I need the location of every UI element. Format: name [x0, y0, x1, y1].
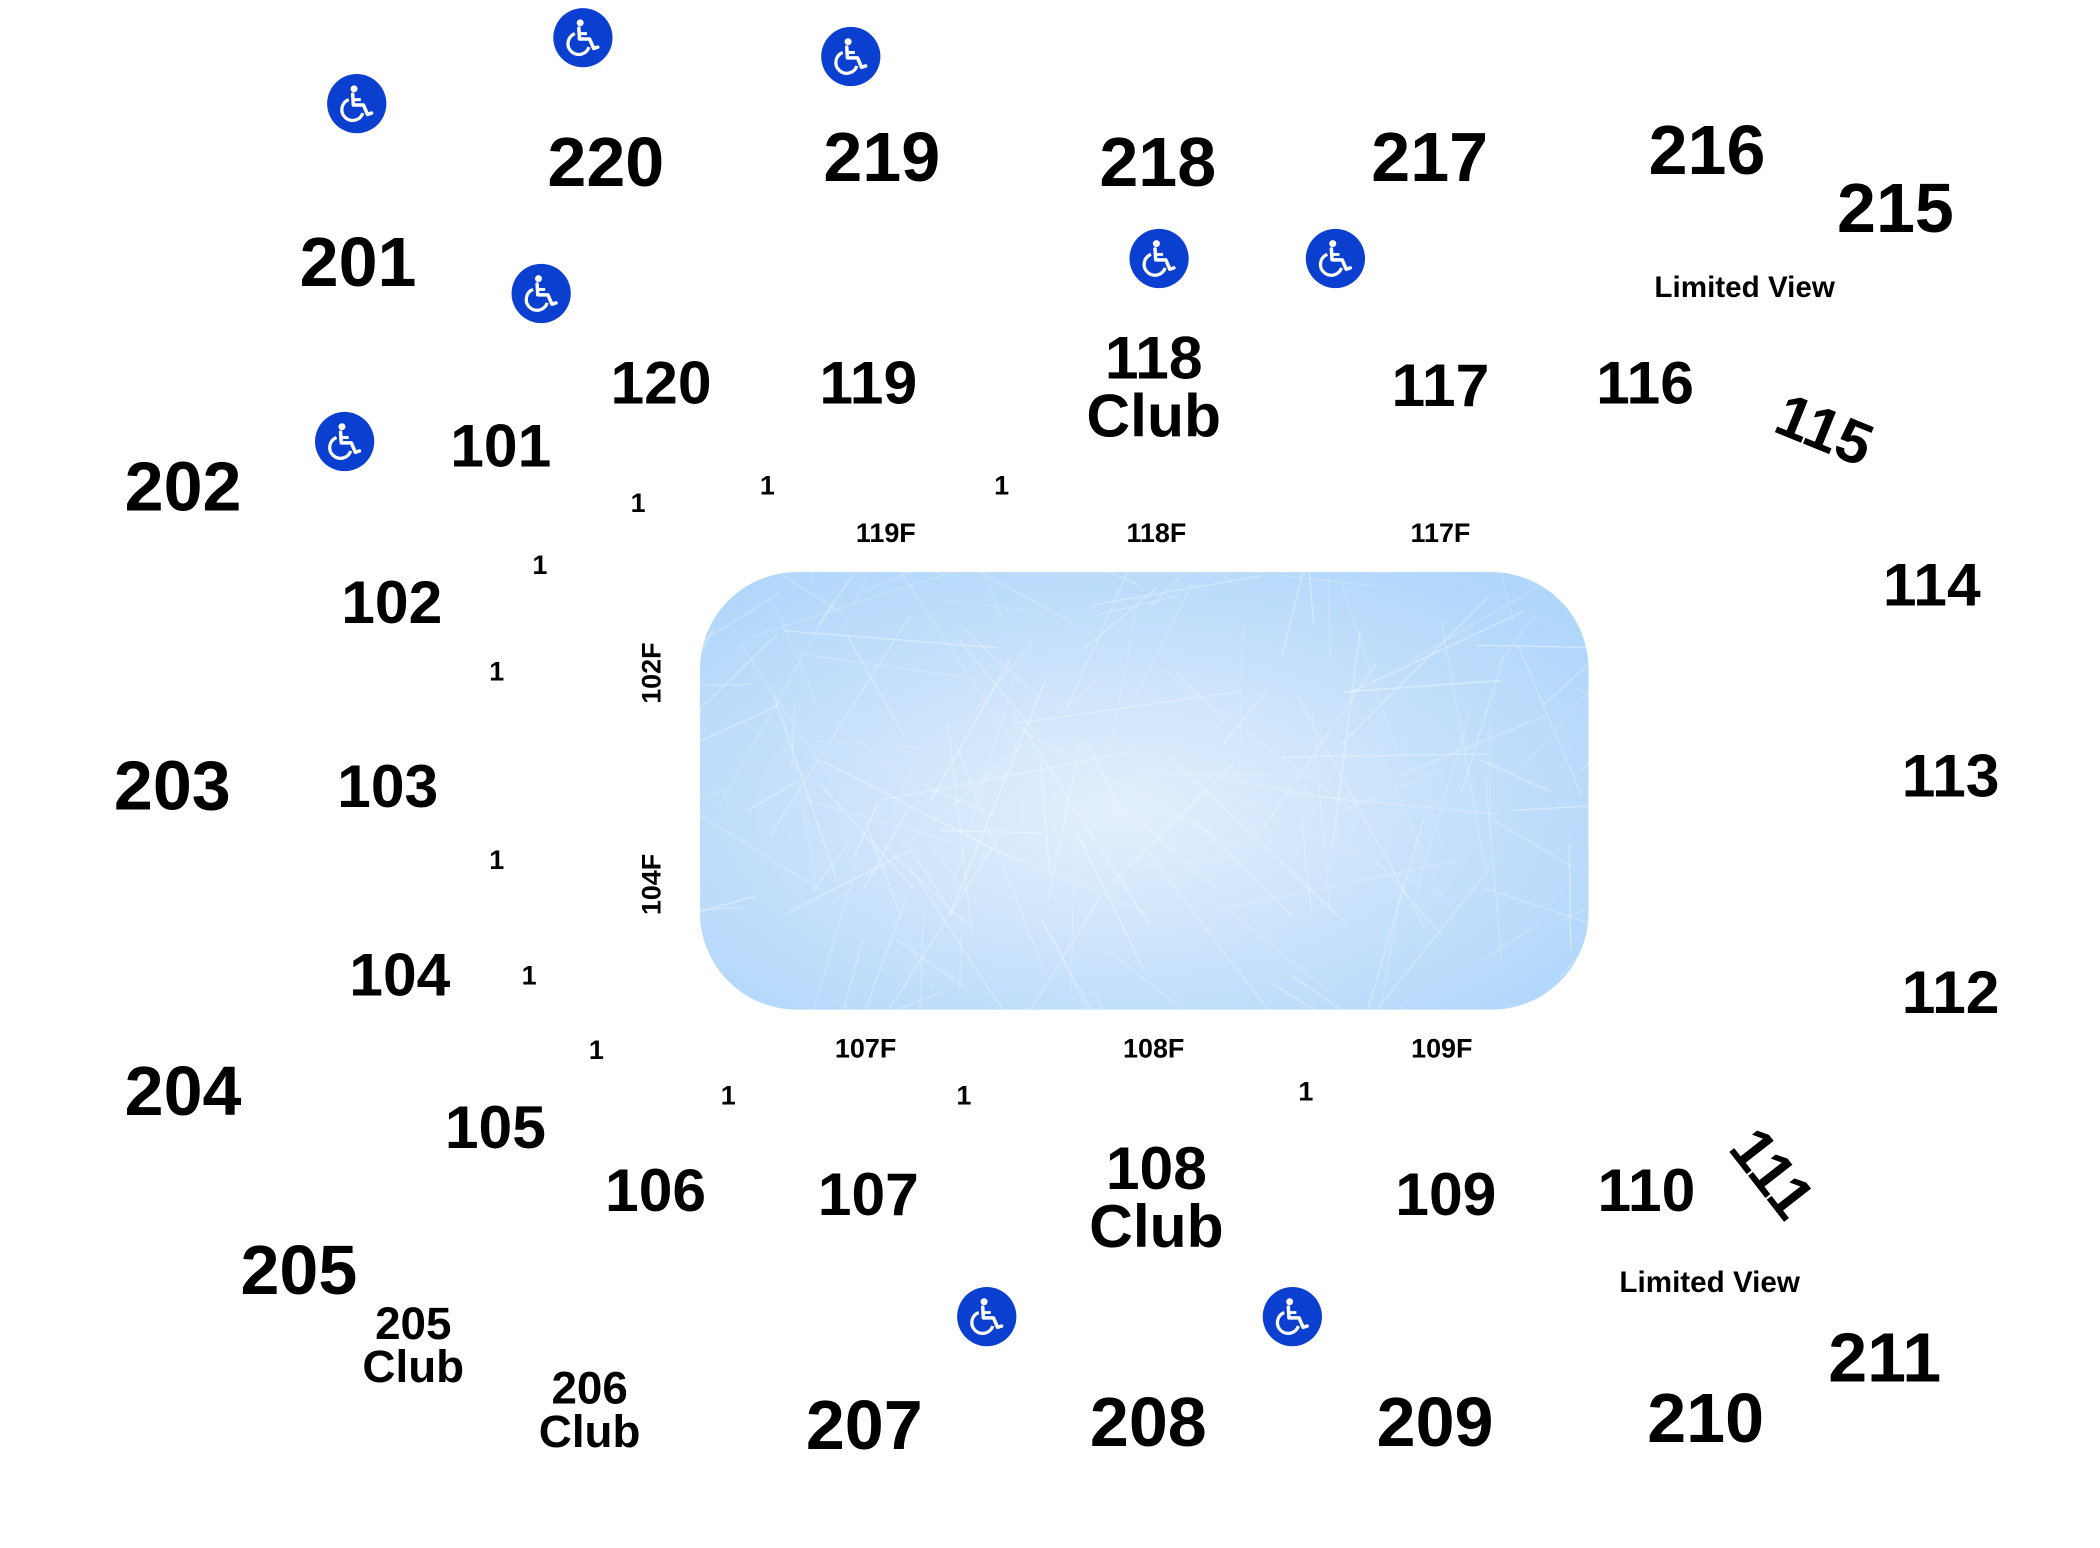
section-218[interactable]: 218: [1099, 124, 1217, 203]
limited-view-label: Limited View: [1654, 269, 1835, 304]
section-113[interactable]: 113: [1901, 741, 2000, 810]
floor-section-104F[interactable]: 104F: [637, 853, 668, 916]
section-number: 205: [375, 1298, 452, 1350]
section-112[interactable]: 112: [1901, 957, 2000, 1027]
section-216[interactable]: 216: [1648, 112, 1766, 191]
wheelchair-icon: [1262, 1286, 1322, 1347]
row-marker: 1: [994, 471, 1010, 502]
section-number: 118: [1104, 323, 1203, 393]
row-marker: 1: [489, 846, 505, 876]
section-210[interactable]: 210: [1647, 1380, 1765, 1459]
wheelchair-icon: [1305, 228, 1366, 289]
section-217[interactable]: 217: [1371, 118, 1489, 197]
wheelchair-icon: [553, 8, 613, 68]
club-label: Club: [1086, 380, 1221, 450]
section-number: 108: [1105, 1133, 1207, 1203]
section-209[interactable]: 209: [1376, 1384, 1494, 1463]
floor-section-102F[interactable]: 102F: [637, 642, 668, 704]
section-117[interactable]: 117: [1391, 350, 1490, 420]
row-marker: 1: [720, 1081, 736, 1112]
floor-section-108F[interactable]: 108F: [1123, 1034, 1185, 1065]
floor-section-109F[interactable]: 109F: [1411, 1034, 1473, 1065]
ice-rink: [700, 572, 1589, 1010]
section-205[interactable]: 205: [240, 1232, 358, 1311]
row-marker: 1: [1298, 1077, 1314, 1108]
section-104[interactable]: 104: [349, 940, 451, 1010]
section-119[interactable]: 119: [819, 348, 918, 417]
section-102[interactable]: 102: [341, 567, 443, 637]
club-label: Club: [1089, 1191, 1224, 1261]
wheelchair-icon: [957, 1286, 1017, 1347]
floor-section-119F[interactable]: 119F: [855, 518, 916, 549]
row-marker: 1: [759, 471, 775, 502]
section-204[interactable]: 204: [124, 1053, 242, 1132]
section-111[interactable]: 111: [1716, 1114, 1829, 1232]
limited-view-label: Limited View: [1619, 1264, 1800, 1299]
section-105[interactable]: 105: [444, 1092, 546, 1162]
section-114[interactable]: 114: [1882, 550, 1981, 619]
row-marker: 1: [956, 1081, 972, 1112]
section-220[interactable]: 220: [547, 124, 665, 203]
section-115[interactable]: 115: [1766, 379, 1883, 480]
section-107[interactable]: 107: [817, 1159, 919, 1229]
section-number: 206: [551, 1363, 628, 1415]
row-marker: 1: [532, 551, 548, 581]
section-120[interactable]: 120: [610, 348, 712, 417]
section-101[interactable]: 101: [450, 411, 552, 481]
row-marker: 1: [489, 657, 505, 688]
floor-section-107F[interactable]: 107F: [834, 1034, 897, 1065]
section-207[interactable]: 207: [805, 1386, 923, 1466]
section-219[interactable]: 219: [823, 118, 941, 197]
wheelchair-icon: [1129, 228, 1189, 289]
section-109[interactable]: 109: [1395, 1159, 1497, 1229]
section-116[interactable]: 116: [1596, 348, 1694, 417]
row-marker: 1: [588, 1035, 604, 1066]
section-202[interactable]: 202: [124, 448, 242, 527]
floor-section-117F[interactable]: 117F: [1410, 518, 1471, 549]
section-203[interactable]: 203: [113, 747, 231, 826]
section-103[interactable]: 103: [337, 752, 439, 821]
wheelchair-icon: [315, 411, 375, 472]
section-201[interactable]: 201: [299, 223, 417, 302]
wheelchair-icon: [511, 263, 571, 324]
section-106[interactable]: 106: [605, 1155, 707, 1225]
row-marker: 1: [521, 961, 537, 992]
floor-section-118F[interactable]: 118F: [1126, 518, 1187, 549]
row-marker: 1: [630, 489, 646, 519]
section-211[interactable]: 211: [1828, 1319, 1942, 1398]
club-label: Club: [362, 1342, 465, 1394]
wheelchair-icon: [821, 26, 881, 87]
wheelchair-icon: [327, 74, 387, 134]
section-208[interactable]: 208: [1089, 1384, 1207, 1463]
section-215[interactable]: 215: [1837, 170, 1954, 249]
club-label: Club: [538, 1406, 641, 1458]
section-110[interactable]: 110: [1597, 1155, 1696, 1225]
